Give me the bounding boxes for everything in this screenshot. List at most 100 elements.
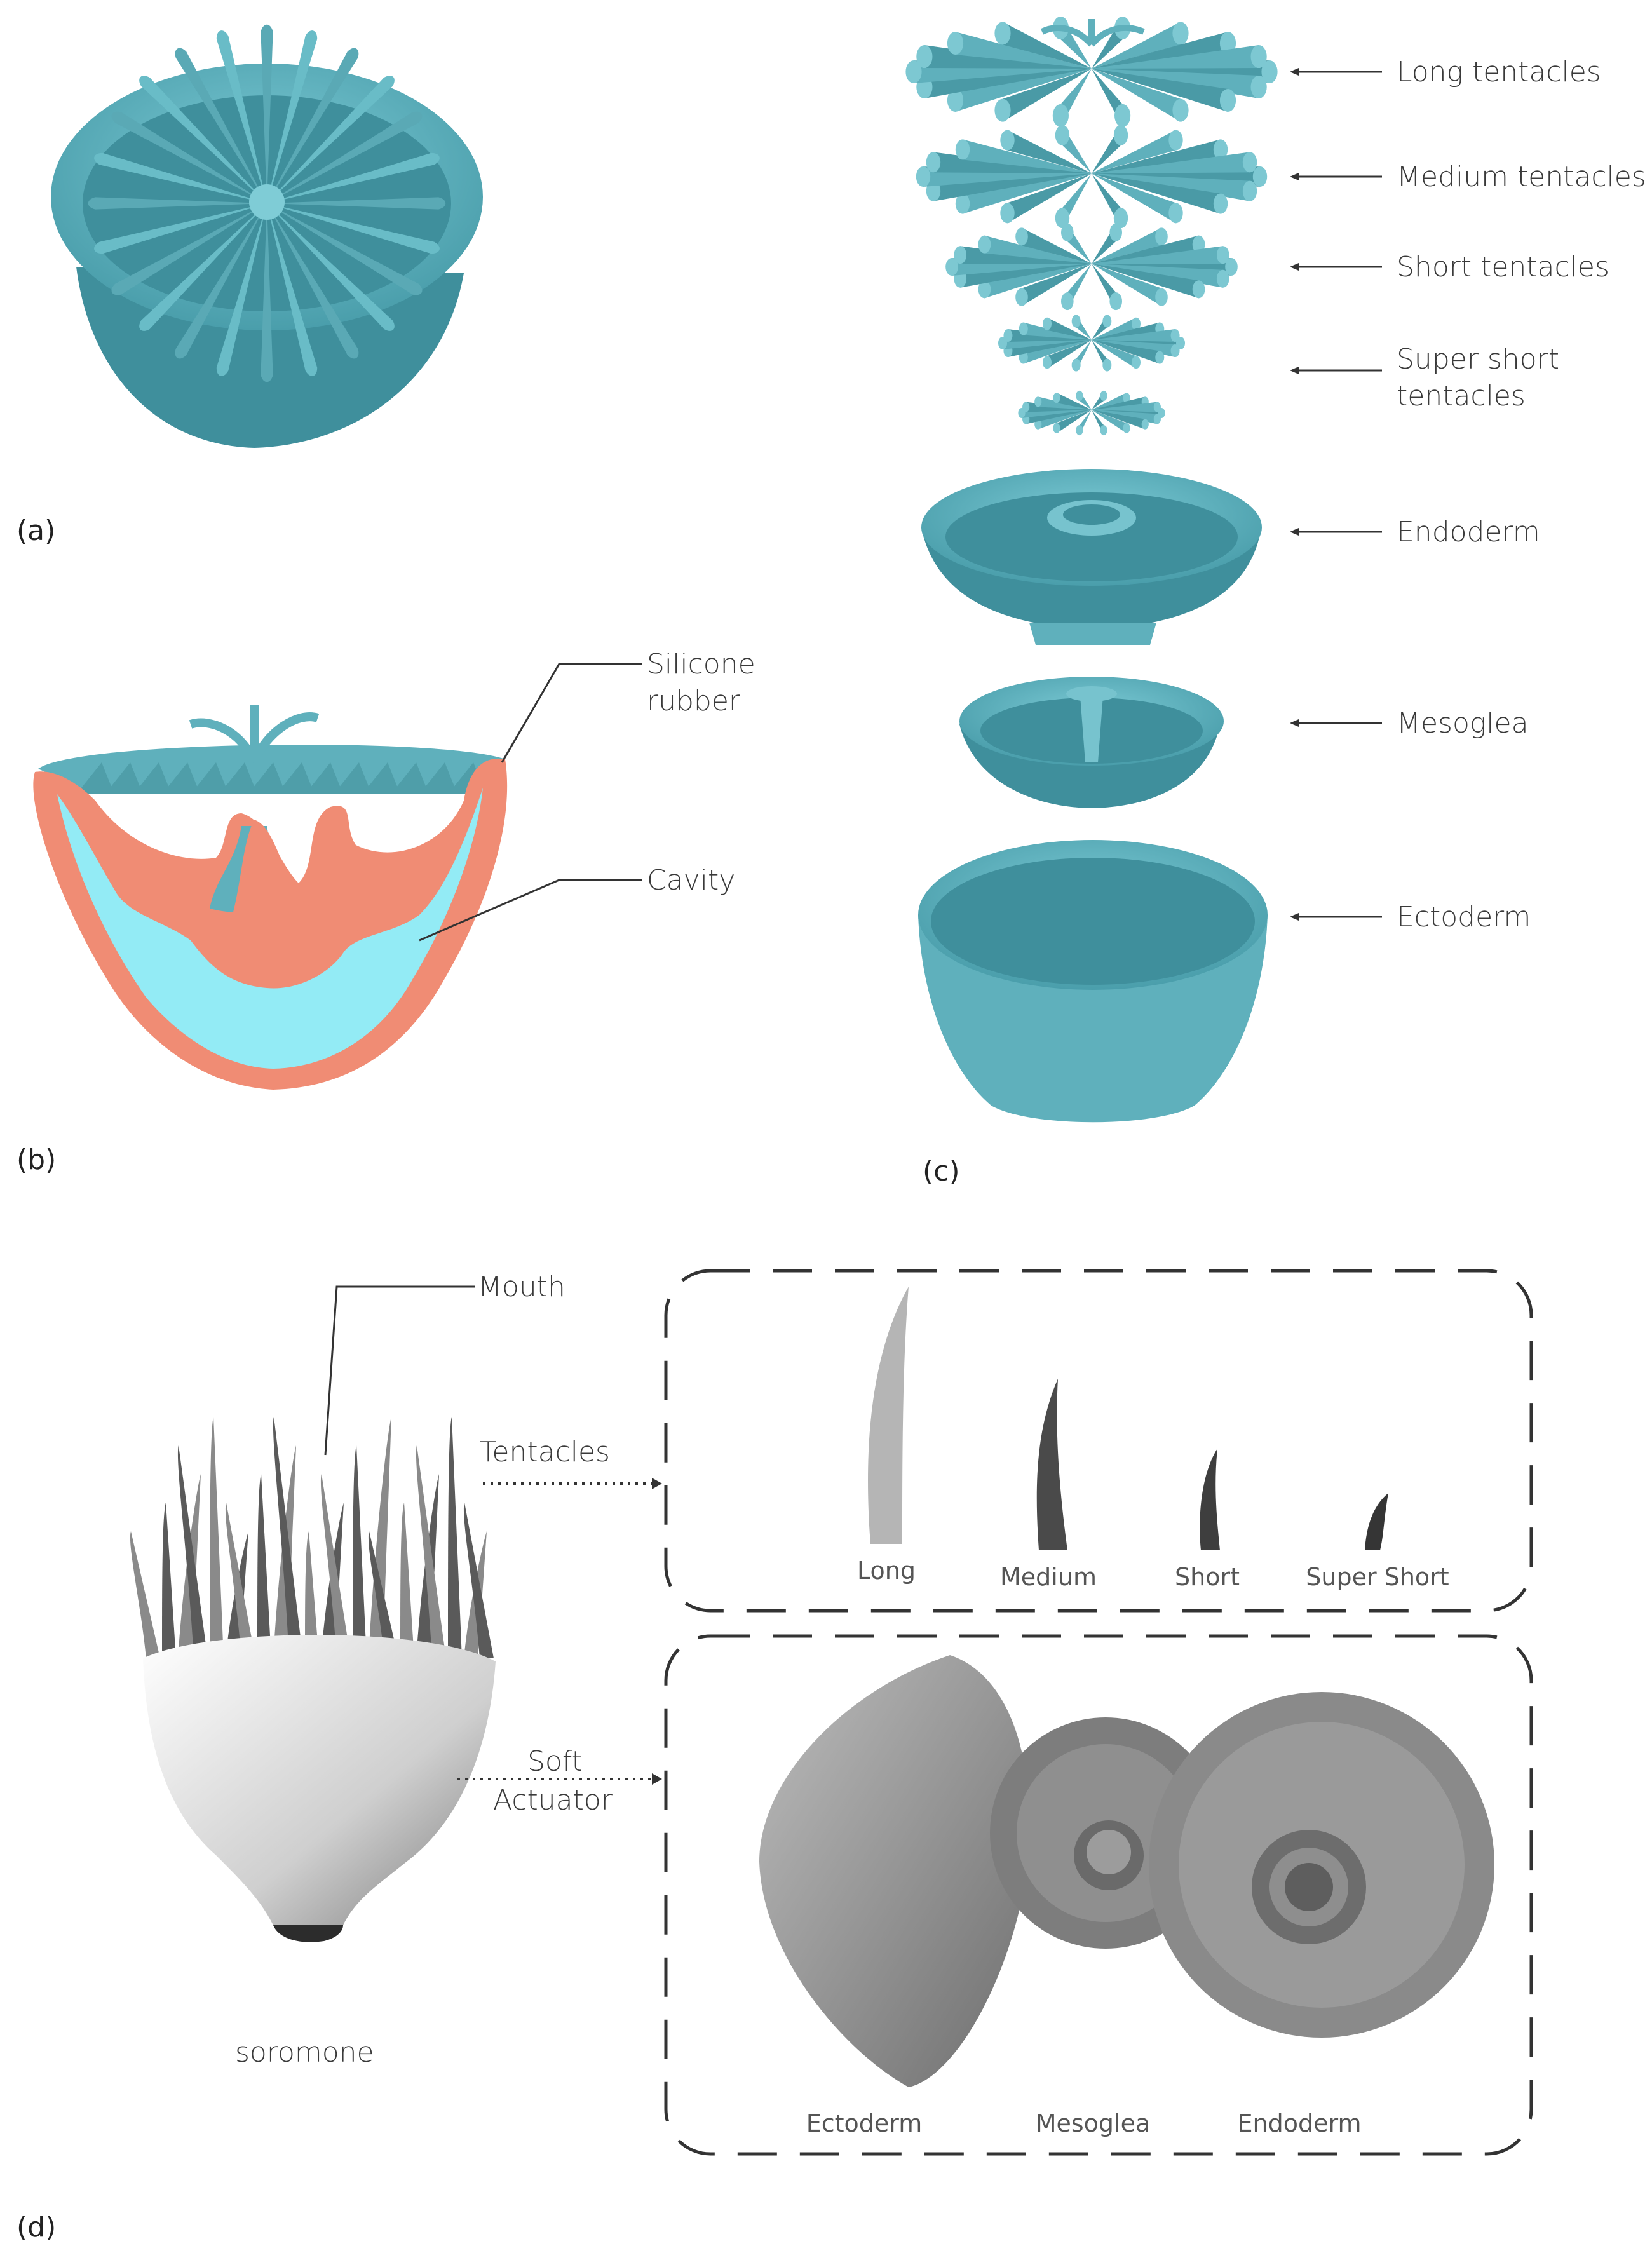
rosette-tentacle: [175, 48, 267, 203]
mesoglea-part: [959, 677, 1224, 808]
photo-bell-tip: [273, 1925, 343, 1942]
section-tentacle: [276, 762, 315, 794]
tentacle-tier: [945, 223, 1238, 311]
rosette-tentacle: [261, 203, 273, 382]
photo-tentacle: [320, 1474, 351, 1658]
photo-bell: [143, 1635, 496, 1925]
long-tentacle: [868, 1287, 909, 1544]
silicone-leader-line: [501, 663, 642, 763]
photo-tentacle: [210, 1417, 224, 1658]
rosette-tentacle: [267, 30, 318, 203]
tentacles-arrowhead: [652, 1478, 662, 1489]
rosette-tentacle: [139, 203, 267, 331]
photo-tentacle: [225, 1503, 255, 1658]
photo-tentacle: [273, 1417, 303, 1658]
ectoderm-photo: [759, 1655, 1029, 2087]
exploded-view: [905, 17, 1278, 1123]
rosette-tentacle: [261, 24, 273, 203]
actuator-box: [664, 1634, 1533, 2156]
tentacles-box: [664, 1269, 1533, 1613]
rosette-tentacle: [267, 111, 423, 203]
endoderm-label: Endoderm: [1397, 516, 1540, 548]
photo-tentacle: [463, 1503, 494, 1658]
rosette-tentacle: [139, 76, 267, 203]
mesoglea-label: Mesoglea: [1397, 707, 1529, 740]
photo-tentacle: [400, 1503, 414, 1658]
super-short-sample-label: Super Short: [1306, 1563, 1449, 1591]
endoderm-photo-label: Endoderm: [1238, 2109, 1362, 2137]
panel-a-model: [51, 24, 483, 448]
super-short-tentacles-label: tentacles: [1397, 380, 1526, 412]
panel-b-cross-section: [33, 705, 508, 1090]
cavity-region: [57, 788, 483, 1069]
c-arrows: [1296, 71, 1382, 918]
rosette-tentacle: [111, 203, 267, 295]
rosette-tentacle: [216, 30, 267, 203]
mesoglea-photo-label: Mesoglea: [1036, 2109, 1151, 2137]
endoderm-part: [921, 469, 1262, 645]
ectoderm-label: Ectoderm: [1397, 901, 1531, 933]
section-tentacle: [133, 762, 172, 794]
rosette-tentacle: [111, 111, 267, 203]
photo-tentacle: [257, 1474, 271, 1658]
section-tentacle: [419, 762, 457, 794]
tentacle-tier: [998, 315, 1185, 372]
rosette-tentacle: [267, 203, 395, 331]
photo-tentacle: [353, 1445, 367, 1658]
medium-tentacles-label: Medium tentacles: [1397, 161, 1646, 193]
super-short-label: Super short: [1397, 343, 1559, 376]
panel-d-label: (d): [17, 2211, 56, 2243]
actuator-label: Actuator: [493, 1784, 613, 1817]
medium-tentacle: [1036, 1379, 1067, 1550]
tentacles-label: Tentacles: [480, 1436, 610, 1468]
photo-tentacle: [368, 1531, 398, 1658]
section-tentacle: [105, 762, 143, 794]
mouth-tentacles: [189, 705, 320, 764]
rosette-tentacle: [267, 203, 423, 295]
rosette-tentacle: [267, 48, 359, 203]
rubber-label: rubber: [647, 685, 741, 717]
tentacle-samples: [868, 1287, 1388, 1550]
photo-tentacle: [416, 1445, 446, 1658]
rosette-tentacle: [216, 203, 267, 376]
section-tentacle: [305, 762, 343, 794]
top-mouth-tentacles: [1040, 19, 1145, 47]
photo-tentacle: [130, 1531, 160, 1658]
rosette-center: [249, 184, 285, 220]
soromone-photo: [130, 1417, 496, 1942]
rosette-tentacle: [267, 203, 318, 376]
ectoderm-part: [918, 840, 1268, 1123]
short-tentacles-label: Short tentacles: [1397, 251, 1609, 283]
short-tentacle: [1200, 1449, 1220, 1550]
soromone-label: soromone: [235, 2036, 374, 2069]
panel-a-label: (a): [17, 515, 55, 547]
soft-label: Soft: [527, 1745, 583, 1778]
rosette-tentacle: [88, 197, 267, 210]
section-tentacle: [362, 762, 400, 794]
section-tentacles: [76, 705, 486, 794]
section-tentacle: [219, 762, 257, 794]
section-tentacle: [248, 762, 286, 794]
rosette-tentacle: [267, 152, 440, 203]
section-tentacle: [391, 762, 429, 794]
panel-c-label: (c): [923, 1155, 960, 1188]
mouth-label: Mouth: [478, 1271, 565, 1303]
rosette-tentacle: [267, 76, 395, 203]
short-sample-label: Short: [1175, 1563, 1240, 1591]
section-tentacle: [162, 762, 200, 794]
mouth-leader-line: [324, 1285, 475, 1456]
rosette-tentacle: [267, 203, 359, 359]
medium-sample-label: Medium: [1000, 1563, 1097, 1591]
rosette-tentacle: [267, 203, 440, 254]
tentacle-tier: [905, 17, 1278, 127]
photo-tentacle: [162, 1503, 176, 1658]
actuator-parts-photo: [759, 1655, 1494, 2087]
ectoderm-photo-label: Ectoderm: [806, 2109, 923, 2137]
tentacle-rosette: [88, 24, 446, 382]
rosette-tentacle: [94, 203, 267, 254]
actuator-arrowhead: [652, 1773, 662, 1785]
cavity-leader-line: [419, 879, 642, 942]
section-tentacle: [76, 762, 114, 794]
rosette-tentacle: [175, 203, 267, 359]
